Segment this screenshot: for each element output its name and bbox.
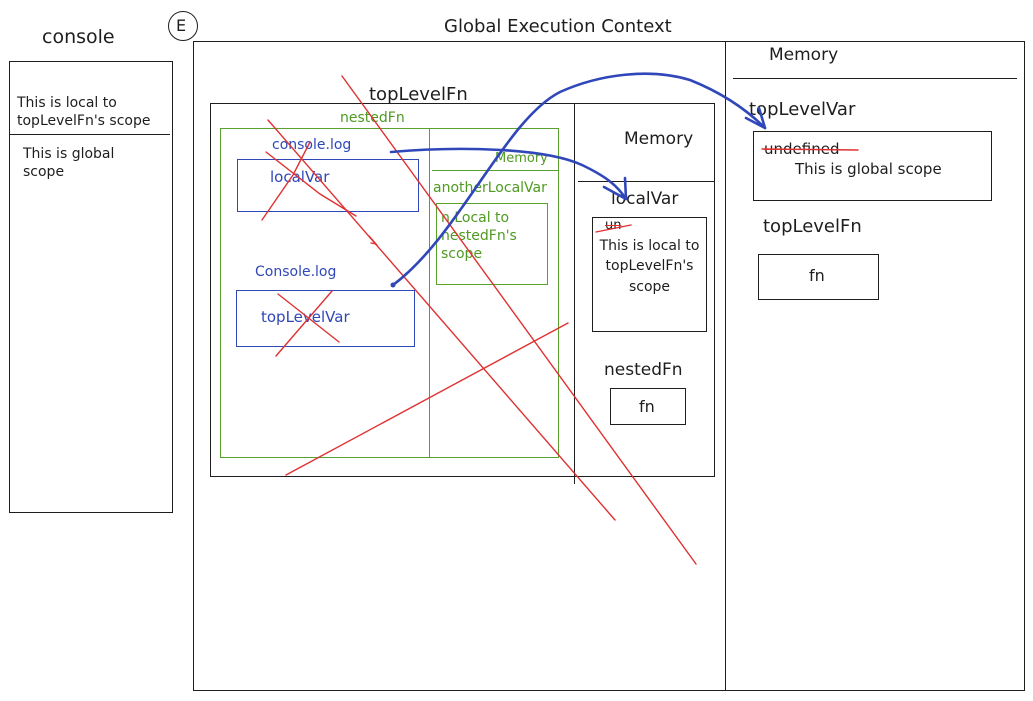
global-var-name-toplevelfn: topLevelFn (763, 216, 862, 237)
nestedfn-memory-title: Memory (495, 151, 548, 166)
global-var-box-toplevelfn: fn (758, 254, 879, 300)
console-panel: This is local to topLevelFn's scope This… (9, 61, 173, 513)
console-divider (10, 134, 170, 135)
toplevelfn-memory-title: Memory (624, 129, 694, 149)
execution-context-badge: E (168, 11, 198, 41)
global-memory-divider (725, 42, 726, 690)
nestedfn-memory-underline (432, 170, 558, 171)
localvar-old-value: un (605, 218, 622, 233)
local-var-name-localvar: localVar (611, 189, 679, 209)
statement-2-arg: topLevelVar (261, 308, 350, 326)
global-memory-title: Memory (769, 45, 839, 65)
toplevelvar-old-value: undefined (764, 140, 840, 158)
nested-var-name-anotherlocalvar: anotherLocalVar (433, 180, 547, 196)
toplevelvar-value: This is global scope (795, 160, 942, 178)
statement-1-box: localVar (237, 159, 419, 212)
global-var-box-toplevelvar: undefined This is global scope (753, 131, 992, 201)
global-context-frame (193, 41, 1025, 691)
nestedfn-context-title: nestedFn (340, 110, 405, 126)
nested-var-box-anotherlocalvar: n Local to nestedFn's scope (436, 203, 548, 285)
statement-1-call: console.log (272, 137, 352, 153)
badge-letter: E (176, 16, 187, 35)
global-memory-underline (733, 78, 1017, 79)
statement-2-call: Console.log (255, 264, 337, 280)
local-var-box-nestedfn: fn (610, 388, 686, 425)
toplevelfn-memory-underline (578, 181, 714, 182)
local-var-name-nestedfn: nestedFn (604, 360, 683, 380)
anotherlocalvar-value: n Local to nestedFn's scope (441, 210, 517, 263)
toplevelfn-memory-divider (574, 104, 575, 484)
console-line-global: This is global scope (23, 146, 115, 181)
global-var-name-toplevelvar: topLevelVar (749, 99, 856, 120)
localvar-value: This is local to topLevelFn's scope (599, 238, 700, 295)
console-line-local: This is local to topLevelFn's scope (17, 95, 151, 130)
nestedfn-memory-divider (429, 129, 430, 457)
console-title: console (42, 26, 115, 48)
statement-2-box: topLevelVar (236, 290, 415, 347)
global-context-title: Global Execution Context (444, 16, 672, 37)
toplevelfn-value: fn (809, 266, 825, 285)
statement-1-arg: localVar (270, 168, 330, 186)
nestedfn-value: fn (639, 397, 655, 416)
local-var-box-localvar: un This is local to topLevelFn's scope (592, 217, 707, 332)
